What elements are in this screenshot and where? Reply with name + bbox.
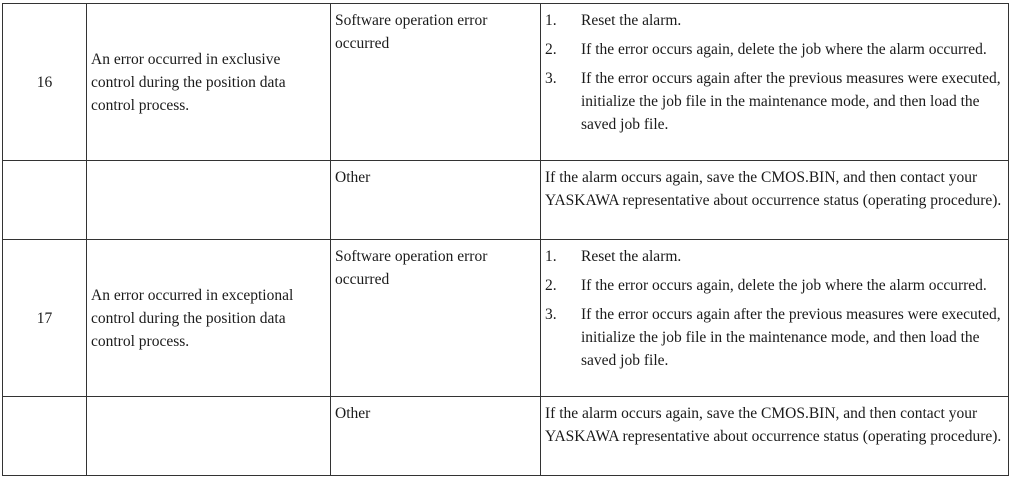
empty-cell xyxy=(2,396,87,476)
cause-cell: An error occurred in exceptional control… xyxy=(86,239,331,397)
table-row: 16 An error occurred in exclusive contro… xyxy=(2,3,1009,161)
remedy-cell: If the alarm occurs again, save the CMOS… xyxy=(540,160,1009,240)
step-text: If the error occurs again, delete the jo… xyxy=(581,277,987,294)
sub-cause-cell: Other xyxy=(330,396,541,476)
step-number: 2. xyxy=(545,277,557,294)
step-text: If the error occurs again after the prev… xyxy=(581,70,1001,133)
step-number: 2. xyxy=(545,41,557,58)
alarm-number-cell: 16 xyxy=(2,3,87,161)
list-item: 3. If the error occurs again after the p… xyxy=(545,67,1004,136)
sub-cause-cell: Software operation error occurred xyxy=(330,239,541,397)
list-item: 1. Reset the alarm. xyxy=(545,245,1004,268)
empty-cell xyxy=(86,396,331,476)
remedy-steps: 1. Reset the alarm. 2. If the error occu… xyxy=(545,9,1004,136)
remedy-steps: 1. Reset the alarm. 2. If the error occu… xyxy=(545,245,1004,372)
list-item: 2. If the error occurs again, delete the… xyxy=(545,274,1004,297)
alarm-number-cell: 17 xyxy=(2,239,87,397)
list-item: 1. Reset the alarm. xyxy=(545,9,1004,32)
step-number: 1. xyxy=(545,248,557,265)
cause-cell: An error occurred in exclusive control d… xyxy=(86,3,331,161)
remedy-cell: 1. Reset the alarm. 2. If the error occu… xyxy=(540,239,1009,397)
step-number: 1. xyxy=(545,12,557,29)
step-text: Reset the alarm. xyxy=(581,248,682,265)
remedy-cell: 1. Reset the alarm. 2. If the error occu… xyxy=(540,3,1009,161)
table-row: Other If the alarm occurs again, save th… xyxy=(2,396,1009,476)
table-row: 17 An error occurred in exceptional cont… xyxy=(2,239,1009,397)
empty-cell xyxy=(2,160,87,240)
table-row: Other If the alarm occurs again, save th… xyxy=(2,160,1009,240)
remedy-cell: If the alarm occurs again, save the CMOS… xyxy=(540,396,1009,476)
list-item: 3. If the error occurs again after the p… xyxy=(545,303,1004,372)
step-number: 3. xyxy=(545,70,557,87)
step-number: 3. xyxy=(545,306,557,323)
sub-cause-cell: Software operation error occurred xyxy=(330,3,541,161)
step-text: If the error occurs again, delete the jo… xyxy=(581,41,987,58)
step-text: Reset the alarm. xyxy=(581,12,682,29)
list-item: 2. If the error occurs again, delete the… xyxy=(545,38,1004,61)
sub-cause-cell: Other xyxy=(330,160,541,240)
alarm-remedy-table: 16 An error occurred in exclusive contro… xyxy=(2,3,1009,476)
empty-cell xyxy=(86,160,331,240)
step-text: If the error occurs again after the prev… xyxy=(581,306,1001,369)
